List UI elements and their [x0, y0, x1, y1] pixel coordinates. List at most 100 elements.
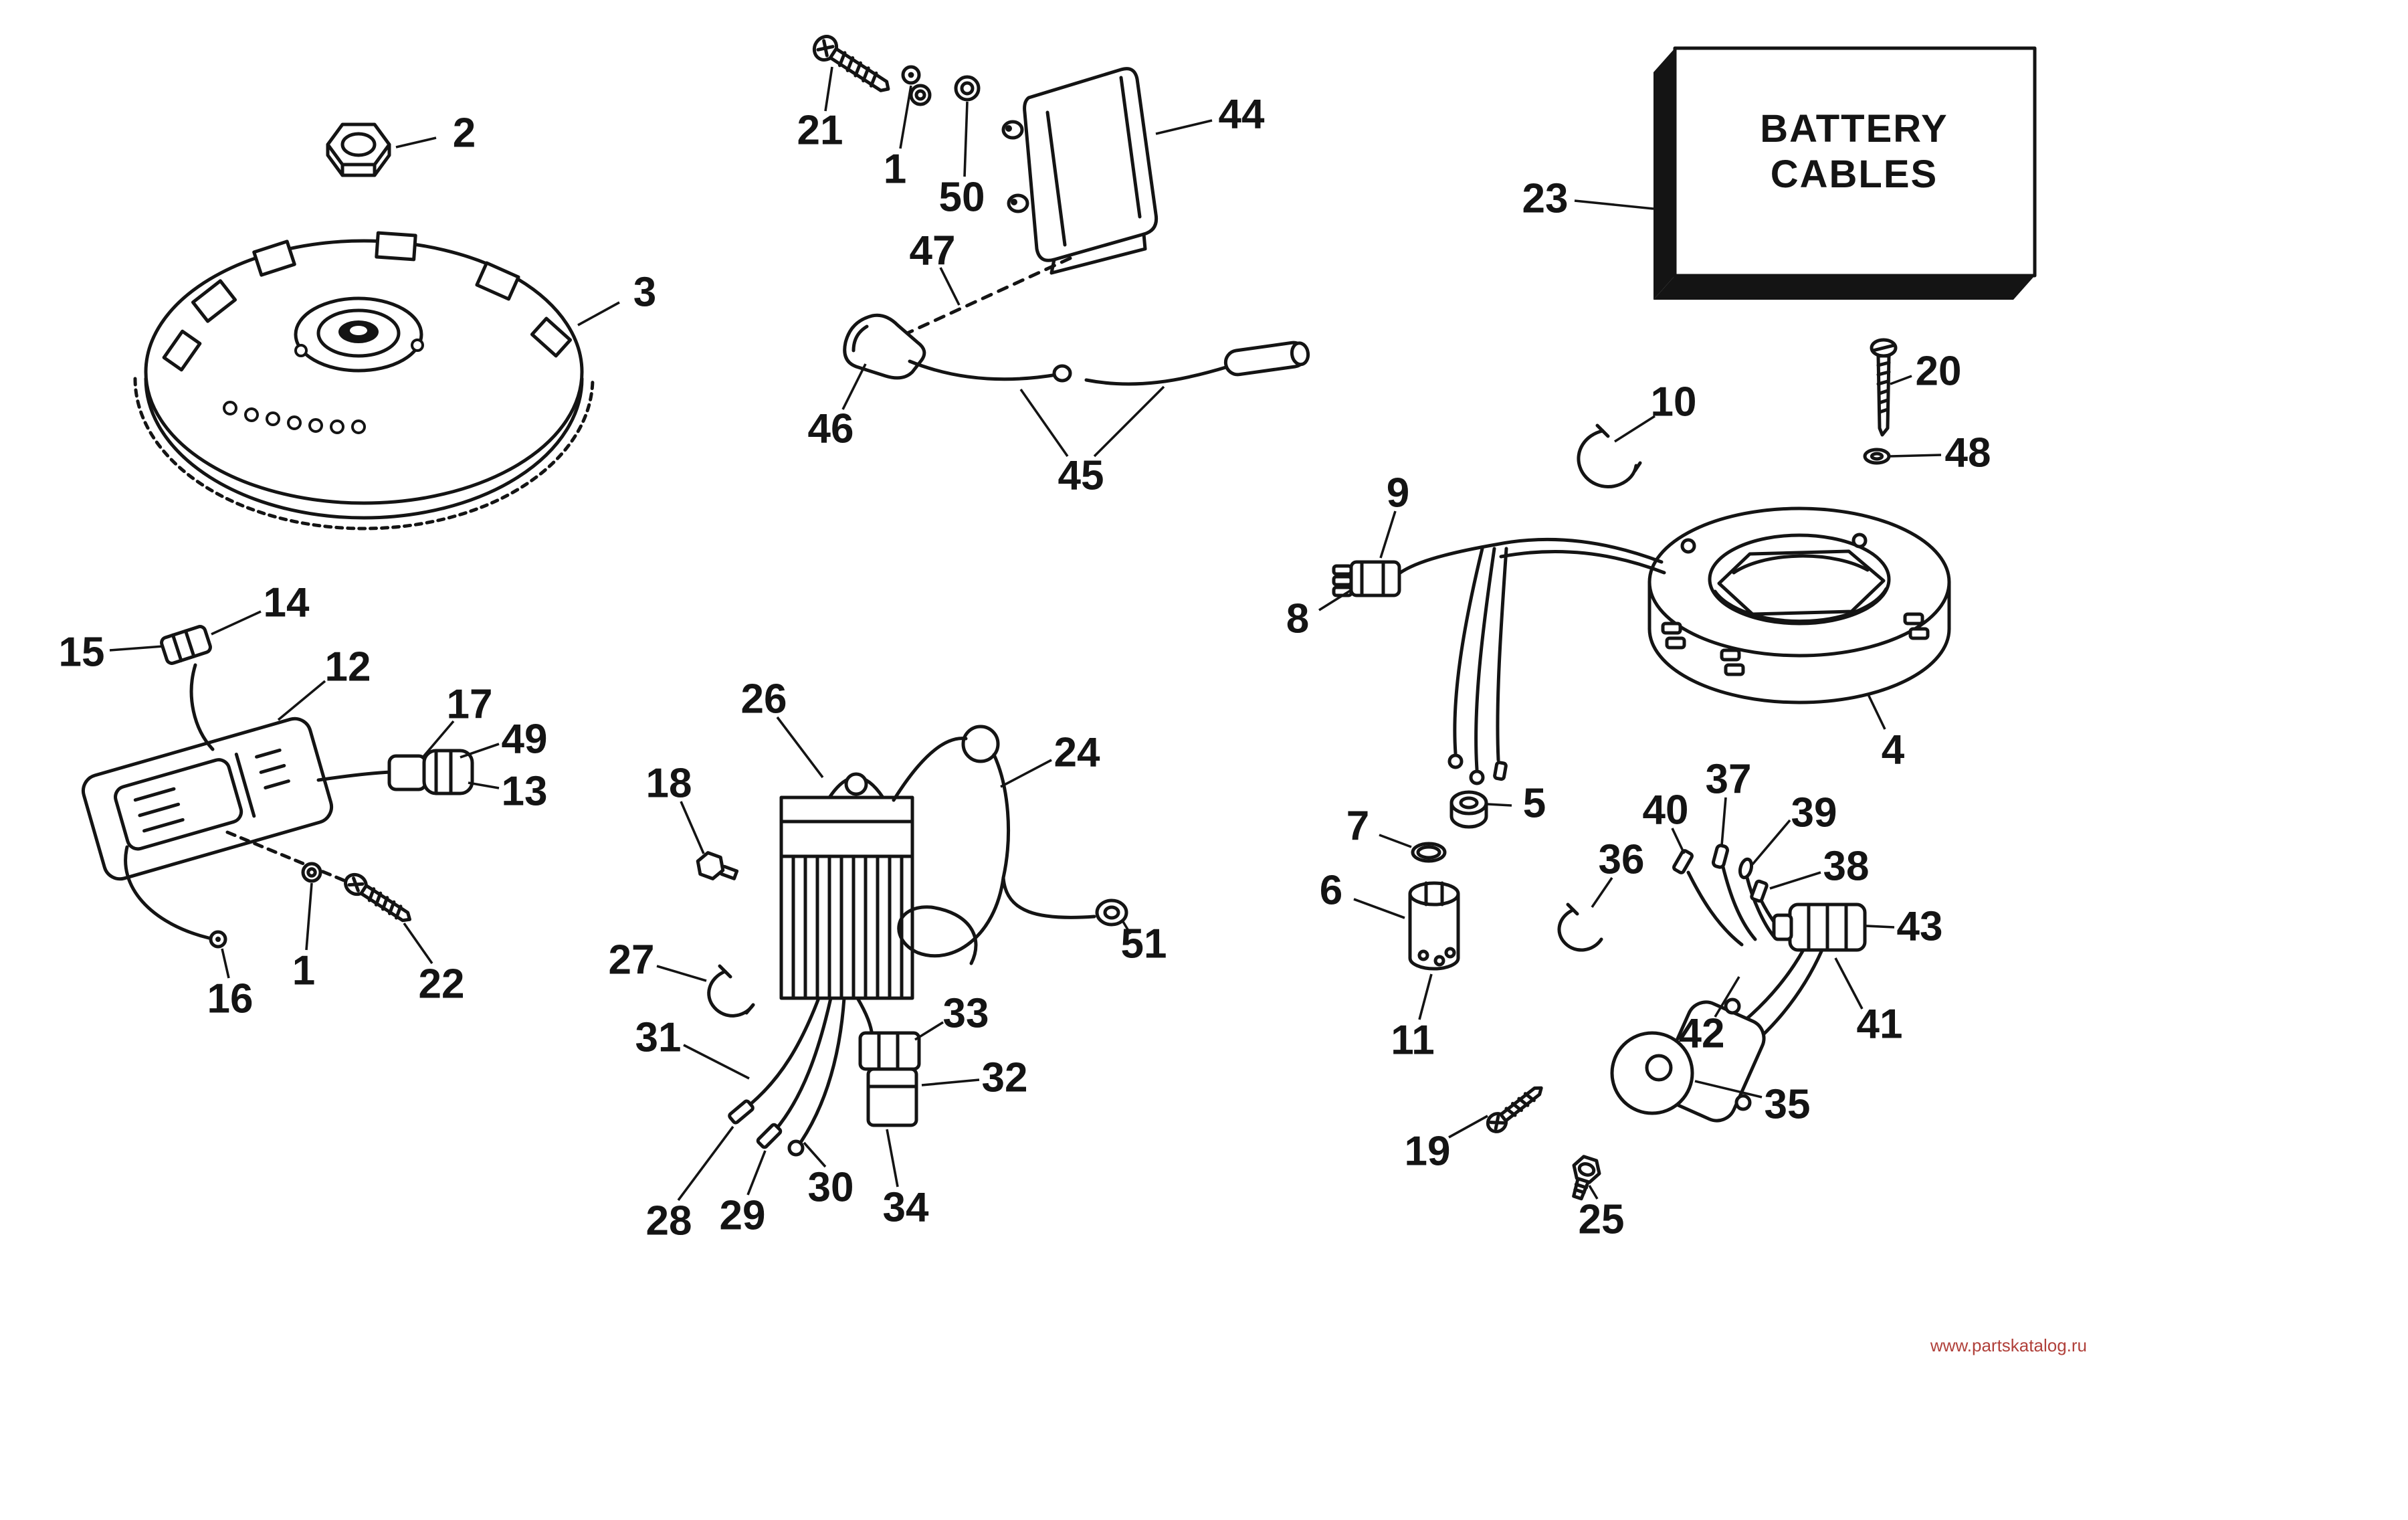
bolt-18 — [696, 851, 739, 880]
callout-6: 6 — [1320, 868, 1342, 914]
callout-1: 1 — [884, 147, 906, 193]
wire-clip-10 — [1577, 423, 1642, 488]
callout-32: 32 — [982, 1055, 1028, 1101]
leader-line-23 — [1574, 199, 1654, 210]
callout-28: 28 — [646, 1198, 692, 1244]
callout-47: 47 — [910, 228, 956, 274]
callout-43: 43 — [1897, 904, 1943, 950]
leader-line-4 — [1866, 692, 1886, 730]
leader-line-2 — [395, 136, 437, 149]
power-pack-assembly-dash — [225, 830, 353, 885]
grommet-51 — [1095, 898, 1128, 927]
leader-line-17 — [421, 720, 455, 759]
ignition-coil — [1001, 67, 1159, 275]
callout-40: 40 — [1643, 787, 1689, 834]
leader-line-49 — [460, 743, 500, 759]
leader-line-13 — [468, 781, 500, 789]
leader-line-14 — [211, 610, 262, 636]
leader-line-51 — [1121, 920, 1132, 935]
bolt-25 — [1572, 1155, 1601, 1201]
leader-line-45 — [1019, 388, 1069, 458]
leader-line-24 — [1000, 759, 1052, 788]
screw-21 — [812, 35, 890, 92]
leader-line-19 — [1448, 1115, 1488, 1139]
leader-line-12 — [277, 680, 326, 721]
callout-31: 31 — [635, 1015, 682, 1061]
flywheel-nut — [326, 122, 391, 177]
leader-line-1 — [899, 85, 912, 149]
washer-set-1-top — [901, 65, 932, 106]
callout-37: 37 — [1706, 757, 1752, 803]
regulator-wires — [728, 996, 874, 1157]
leader-line-29 — [746, 1150, 767, 1196]
callout-3: 3 — [633, 270, 656, 316]
callout-21: 21 — [797, 108, 843, 154]
callout-12: 12 — [325, 644, 371, 690]
bushing-5 — [1449, 790, 1488, 829]
callout-34: 34 — [883, 1185, 929, 1231]
spark-plug-boot — [843, 313, 926, 380]
leader-line-46 — [841, 363, 867, 410]
callout-16: 16 — [207, 976, 254, 1022]
connector-43 — [1772, 902, 1867, 952]
leader-line-35 — [1694, 1080, 1763, 1099]
stator-charge-coil-ring — [1647, 506, 1951, 704]
callout-15: 15 — [59, 630, 105, 676]
callout-46: 46 — [808, 406, 854, 452]
leader-line-44 — [1155, 119, 1213, 135]
leader-line-27 — [656, 965, 707, 982]
leader-line-1 — [305, 882, 313, 951]
coil-assembly-dash-47 — [902, 256, 1072, 337]
harness-connector-8 — [1332, 560, 1401, 597]
leader-line-45 — [1093, 385, 1165, 458]
leader-line-50 — [963, 101, 969, 177]
leader-line-20 — [1890, 375, 1912, 385]
callout-51: 51 — [1121, 921, 1167, 967]
leader-line-8 — [1318, 589, 1352, 611]
callout-14: 14 — [264, 580, 310, 626]
watermark-url: www.partskatalog.ru — [1930, 1335, 2087, 1355]
leader-line-30 — [803, 1141, 827, 1168]
callout-26: 26 — [741, 676, 787, 723]
leader-line-15 — [109, 645, 164, 652]
battery-box-label-line2: CABLES — [1771, 153, 1938, 196]
leader-line-36 — [1591, 876, 1613, 909]
callout-24: 24 — [1054, 730, 1100, 776]
leader-line-16 — [221, 948, 230, 979]
leader-line-37 — [1720, 797, 1727, 846]
lead-wire-24 — [892, 725, 1096, 965]
callout-41: 41 — [1857, 1002, 1903, 1048]
voltage-regulator — [779, 772, 914, 1000]
leader-line-34 — [886, 1129, 899, 1188]
leader-line-6 — [1353, 898, 1405, 919]
o-ring-7 — [1411, 842, 1447, 863]
callout-10: 10 — [1651, 379, 1697, 425]
battery-box-label-line1: BATTERY — [1760, 107, 1948, 151]
leader-line-47 — [939, 267, 961, 306]
callout-27: 27 — [609, 937, 655, 983]
callout-23: 23 — [1522, 176, 1569, 222]
callout-36: 36 — [1599, 837, 1645, 883]
leader-line-42 — [1714, 976, 1740, 1018]
connector-32-33 — [858, 1031, 921, 1127]
battery-cables-box: BATTERY CABLES — [1653, 46, 2037, 300]
leader-line-5 — [1487, 803, 1512, 807]
leader-line-9 — [1379, 510, 1397, 559]
callout-20: 20 — [1916, 349, 1962, 395]
callout-44: 44 — [1219, 92, 1265, 138]
leader-line-43 — [1866, 925, 1895, 929]
leader-line-18 — [680, 801, 705, 854]
callout-18: 18 — [646, 761, 692, 807]
callout-8: 8 — [1286, 596, 1309, 642]
ground-wire-16 — [124, 845, 227, 949]
flywheel — [133, 231, 595, 531]
callout-45: 45 — [1058, 453, 1104, 499]
washer-48 — [1863, 448, 1891, 465]
wire-clip-27 — [707, 964, 755, 1018]
callout-19: 19 — [1405, 1129, 1451, 1175]
leader-line-26 — [776, 716, 824, 779]
leader-line-10 — [1614, 415, 1656, 443]
